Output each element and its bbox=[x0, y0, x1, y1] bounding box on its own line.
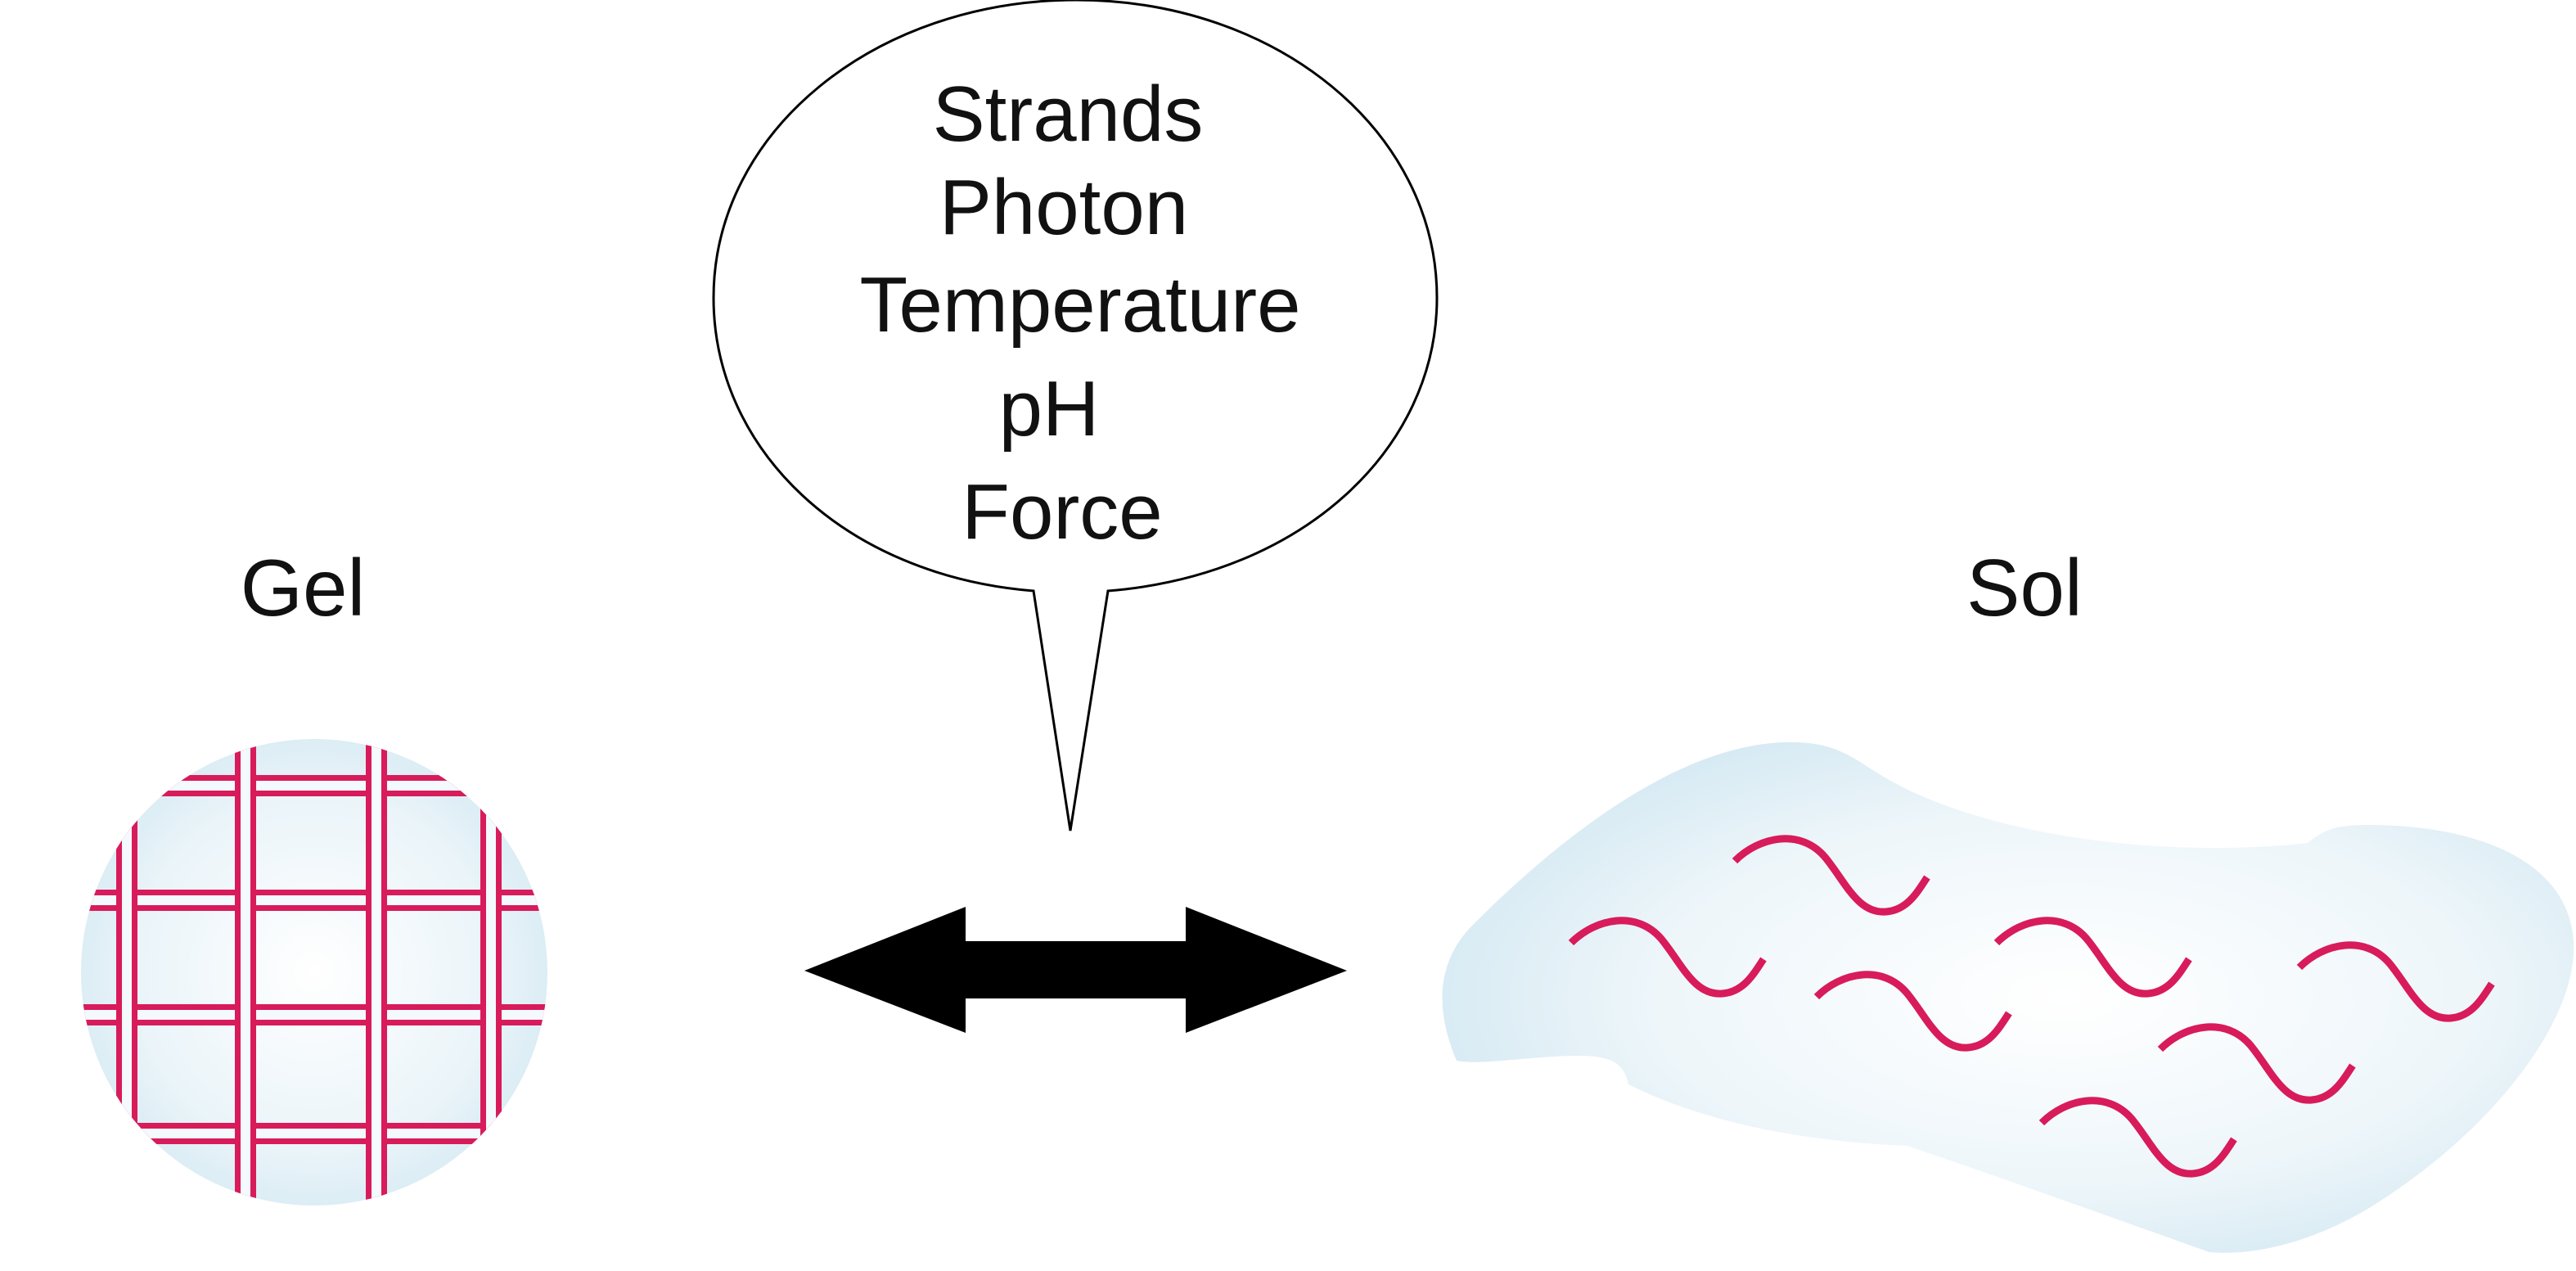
sol-polymer-chain bbox=[2157, 1023, 2356, 1104]
bidirectional-arrow-icon bbox=[804, 907, 1347, 1033]
sol-label: Sol bbox=[1966, 543, 2083, 633]
sol-polymer-chain bbox=[2296, 941, 2495, 1022]
stimulus-ph: pH bbox=[999, 365, 1100, 453]
stimulus-speech-bubble bbox=[712, 0, 1439, 832]
stimulus-strands: Strands bbox=[933, 70, 1204, 158]
sol-medium bbox=[1442, 741, 2574, 1253]
sol-polymer-chain bbox=[1568, 917, 1767, 998]
sol-polymer-chain bbox=[2038, 1097, 2237, 1178]
gel-network bbox=[81, 739, 547, 1206]
gel-label: Gel bbox=[241, 543, 366, 633]
gel-medium bbox=[81, 739, 547, 1206]
sol-solution bbox=[1442, 741, 2574, 1253]
sol-polymer-chain bbox=[1732, 835, 1930, 916]
stimulus-temperature: Temperature bbox=[860, 261, 1301, 349]
stimulus-list: Strands Photon Temperature pH Force bbox=[860, 70, 1301, 556]
sol-polymer-chains bbox=[1568, 835, 2495, 1178]
sol-polymer-chain bbox=[1813, 971, 2012, 1052]
stimulus-photon: Photon bbox=[939, 164, 1188, 251]
stimulus-force: Force bbox=[961, 468, 1162, 556]
sol-polymer-chain bbox=[1993, 917, 2192, 998]
